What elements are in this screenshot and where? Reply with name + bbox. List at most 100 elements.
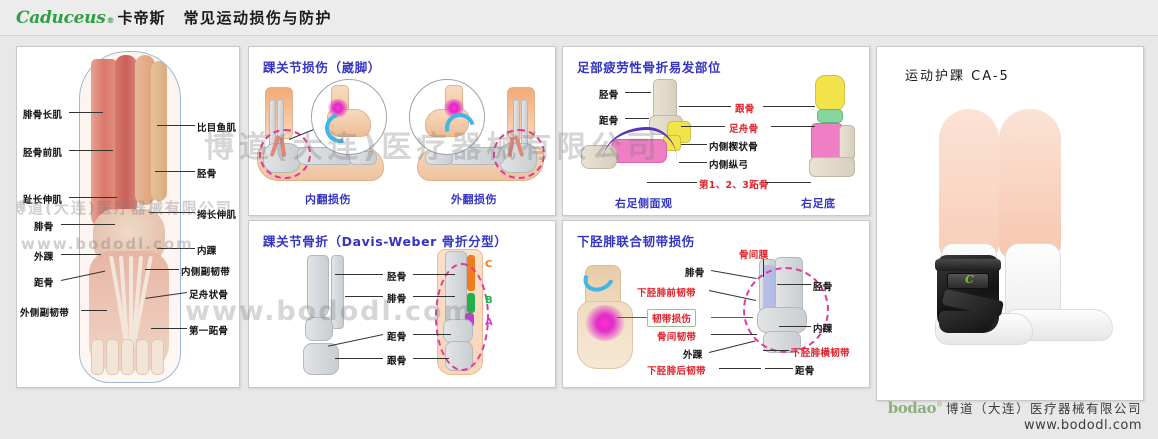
anatomy-label: 腓骨 <box>387 294 407 305</box>
anatomy-label: 腓骨长肌 <box>23 110 63 121</box>
anatomy-label: 外侧副韧带 <box>20 308 70 319</box>
panel2-caption-right: 外翻损伤 <box>451 193 497 206</box>
anatomy-label: 足舟状骨 <box>189 290 229 301</box>
leader-line <box>765 182 811 183</box>
anatomy-label: 下胫腓后韧带 <box>647 366 706 377</box>
toe-shape <box>91 339 104 375</box>
leader-line <box>69 112 103 113</box>
toe-shape <box>136 339 149 375</box>
muscle-shape-tibialis <box>115 55 137 215</box>
metatarsal-plantar-shape <box>811 123 843 161</box>
anatomy-label: 内侧副韧带 <box>181 267 231 278</box>
anatomy-label: 外踝 <box>683 350 703 361</box>
pain-glow <box>327 99 349 117</box>
leader-line <box>617 317 647 318</box>
toe-shape <box>121 339 134 375</box>
header-divider <box>0 35 1158 36</box>
brace-heel-wrap <box>939 311 993 333</box>
fibula-bone-shape <box>331 255 344 329</box>
pain-glow <box>443 99 465 117</box>
leader-line <box>711 317 753 318</box>
leader-line <box>719 368 761 369</box>
lateral-bone-shape <box>839 125 855 161</box>
leader-line <box>61 224 115 225</box>
leg-illustration <box>79 51 181 383</box>
toe-shape <box>151 339 164 375</box>
leader-line <box>711 334 757 335</box>
anatomy-label: 第1、2、3跖骨 <box>699 180 769 191</box>
leader-line <box>763 106 815 107</box>
anatomy-label: 外踝 <box>34 252 54 263</box>
leg-left-shape <box>939 109 999 259</box>
leader-line <box>413 296 455 297</box>
product-title: 运动护踝 CA-5 <box>905 69 1010 84</box>
footer-company-line: bodao®博道（大连）医疗器械有限公司 <box>888 398 1142 417</box>
bone-shape-tibia <box>151 61 167 201</box>
leader-line <box>335 358 383 359</box>
calcaneus-plantar-shape <box>815 75 845 111</box>
anatomy-label: 距骨 <box>795 366 815 377</box>
leader-line <box>777 284 811 285</box>
toe-shape <box>106 339 119 375</box>
panel-ankle-fracture: 踝关节骨折（Davis-Weber 骨折分型） C B A 胫骨 腓骨 距骨 跟… <box>248 220 556 388</box>
anatomy-label: 胫骨前肌 <box>23 148 63 159</box>
brace-top-strap <box>935 259 1001 271</box>
panel5-title: 下胫腓联合韧带损伤 <box>577 234 695 249</box>
leader-line <box>765 368 793 369</box>
anatomy-label: 距骨 <box>387 332 407 343</box>
brand-logo-chinese: 卡帝斯 <box>117 9 166 27</box>
muscle-shape-peroneus <box>91 59 117 229</box>
injury-highlight-circle <box>493 129 545 179</box>
anatomy-label: 第一跖骨 <box>189 326 229 337</box>
leader-line <box>413 334 451 335</box>
page-header: Caduceus ® 卡帝斯 常见运动损伤与防护 <box>0 0 1158 36</box>
panel3-caption-left: 右足侧面观 <box>615 197 673 210</box>
injury-zone-circle <box>743 267 829 353</box>
anatomy-label: 胫骨 <box>387 272 407 283</box>
anatomy-label: 内踝 <box>813 324 833 335</box>
weber-marker-label: A <box>485 317 493 328</box>
panel-stress-fracture: 足部疲劳性骨折易发部位 胫骨 距骨 跟骨 足舟骨 内侧楔状骨 内侧纵弓 第1、2… <box>562 46 870 216</box>
weber-marker-label: C <box>485 259 493 270</box>
leader-line <box>681 126 725 127</box>
anatomy-label: 拇长伸肌 <box>197 210 237 221</box>
anatomy-label: 内踝 <box>197 246 217 257</box>
leader-line <box>69 150 113 151</box>
anatomy-label: 胫骨 <box>197 169 217 180</box>
toes-plantar-shape <box>809 157 855 177</box>
anatomy-label: 下胫腓横韧带 <box>791 348 850 359</box>
anatomy-label: 胫骨 <box>599 90 619 101</box>
anatomy-label: 下胫腓前韧带 <box>637 288 696 299</box>
panel-ankle-sprain: 踝关节损伤（崴脚） 内翻损伤 <box>248 46 556 216</box>
leader-line <box>413 274 455 275</box>
muscle-shape-soleus <box>135 55 155 205</box>
injury-highlight-circle <box>259 129 311 179</box>
brace-brand-mark: C <box>965 273 974 286</box>
leader-line <box>328 334 384 347</box>
panel4-title: 踝关节骨折（Davis-Weber 骨折分型） <box>263 234 508 249</box>
footer-logo: bodao <box>887 399 937 417</box>
talus-bone-shape <box>305 317 333 341</box>
panel3-caption-right: 右足底 <box>801 197 836 210</box>
tibia-bone-shape <box>307 255 329 319</box>
leg-right-shape <box>999 109 1061 259</box>
leader-line <box>149 212 195 213</box>
leader-line <box>679 162 707 163</box>
anatomy-label: 距骨 <box>599 116 619 127</box>
anatomy-label: 内侧纵弓 <box>709 160 749 171</box>
anatomy-label: 腓骨 <box>34 222 54 233</box>
arch-curve <box>603 127 677 160</box>
leader-line <box>708 340 756 353</box>
leader-line <box>81 310 107 311</box>
anatomy-label: 胫骨 <box>813 282 833 293</box>
weber-marker-label: B <box>485 295 493 306</box>
leader-line <box>763 259 764 277</box>
footer-registered-mark: ® <box>935 400 943 409</box>
leader-line <box>145 269 179 270</box>
tendon-shape <box>129 256 133 351</box>
leader-line <box>69 197 117 198</box>
panel-product: 运动护踝 CA-5 C <box>876 46 1144 401</box>
panel3-title: 足部疲劳性骨折易发部位 <box>577 60 722 75</box>
page-footer: bodao®博道（大连）医疗器械有限公司 www.bododl.com <box>888 398 1142 433</box>
